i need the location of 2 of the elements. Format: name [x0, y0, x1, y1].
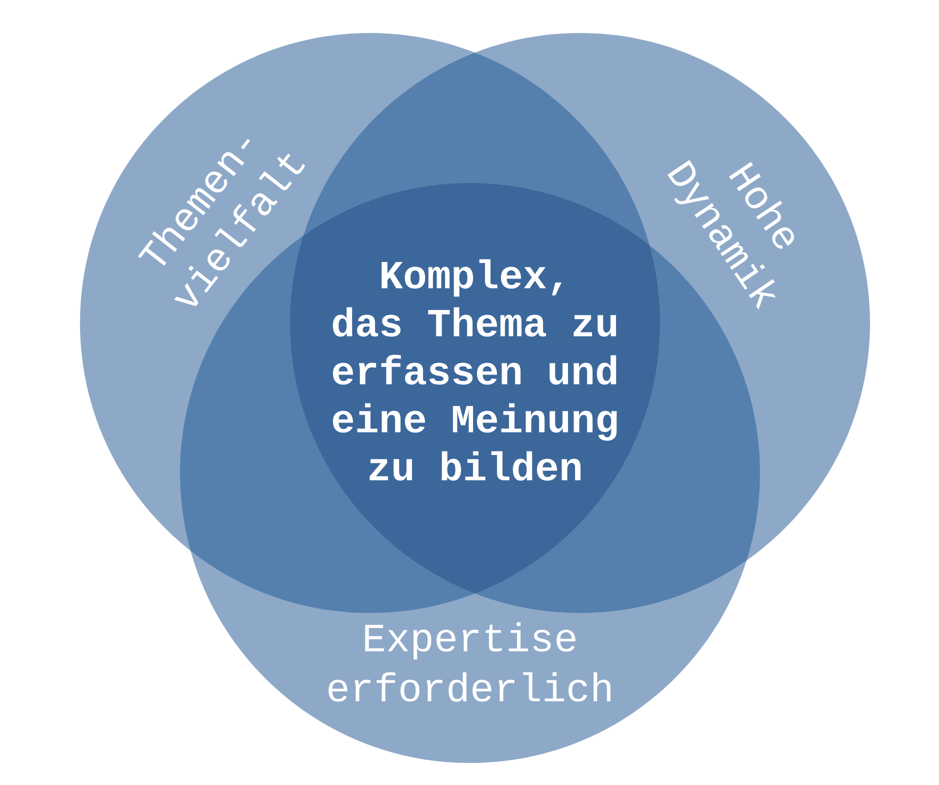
- circle-label: Expertise erforderlich: [328, 622, 610, 702]
- center-label: Komplex, das Thema zu erfassen und eine Meinung zu bilden: [332, 259, 617, 481]
